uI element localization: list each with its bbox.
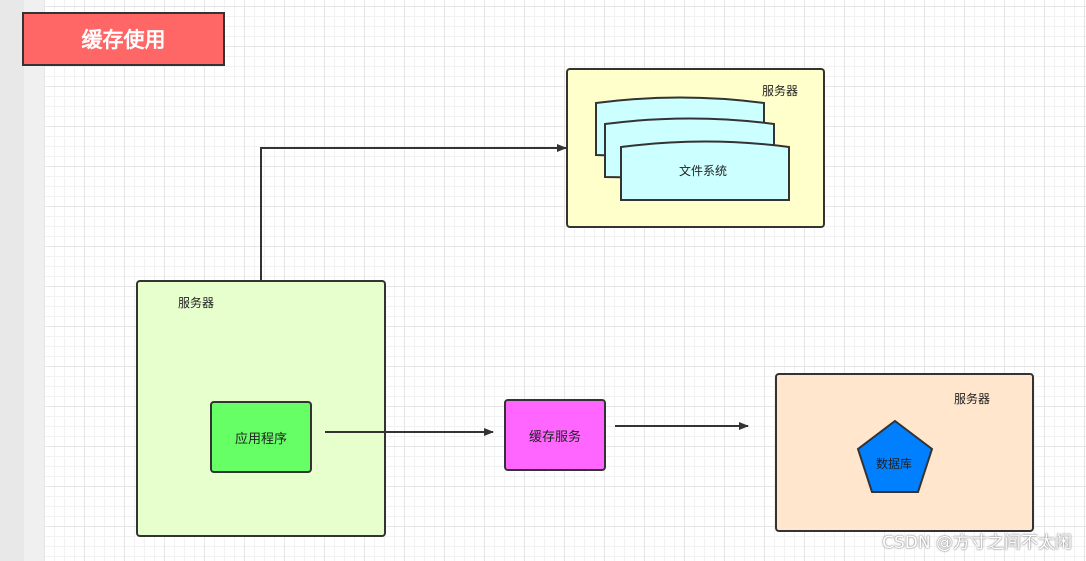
database-label: 数据库 bbox=[876, 457, 913, 471]
db-server-box[interactable]: 服务器 bbox=[775, 373, 1034, 532]
cache-service-node[interactable]: 缓存服务 bbox=[504, 399, 606, 471]
diagram-title[interactable]: 缓存使用 bbox=[22, 12, 225, 66]
file-system-label: 文件系统 bbox=[679, 164, 728, 178]
cache-service-label: 缓存服务 bbox=[528, 429, 581, 445]
file-server-box[interactable]: 服务器 bbox=[566, 68, 825, 228]
db-server-label: 服务器 bbox=[954, 392, 991, 406]
app-server-box[interactable]: 服务器 bbox=[136, 280, 386, 537]
diagram-title-text: 缓存使用 bbox=[81, 28, 166, 52]
file-server-label: 服务器 bbox=[762, 84, 799, 98]
app-server-label: 服务器 bbox=[178, 296, 215, 310]
left-ruler-inner bbox=[24, 0, 44, 561]
app-node[interactable]: 应用程序 bbox=[210, 401, 312, 473]
watermark: CSDN @方寸之间不太闲 bbox=[882, 533, 1072, 553]
app-node-label: 应用程序 bbox=[234, 431, 287, 447]
left-ruler bbox=[0, 0, 24, 561]
